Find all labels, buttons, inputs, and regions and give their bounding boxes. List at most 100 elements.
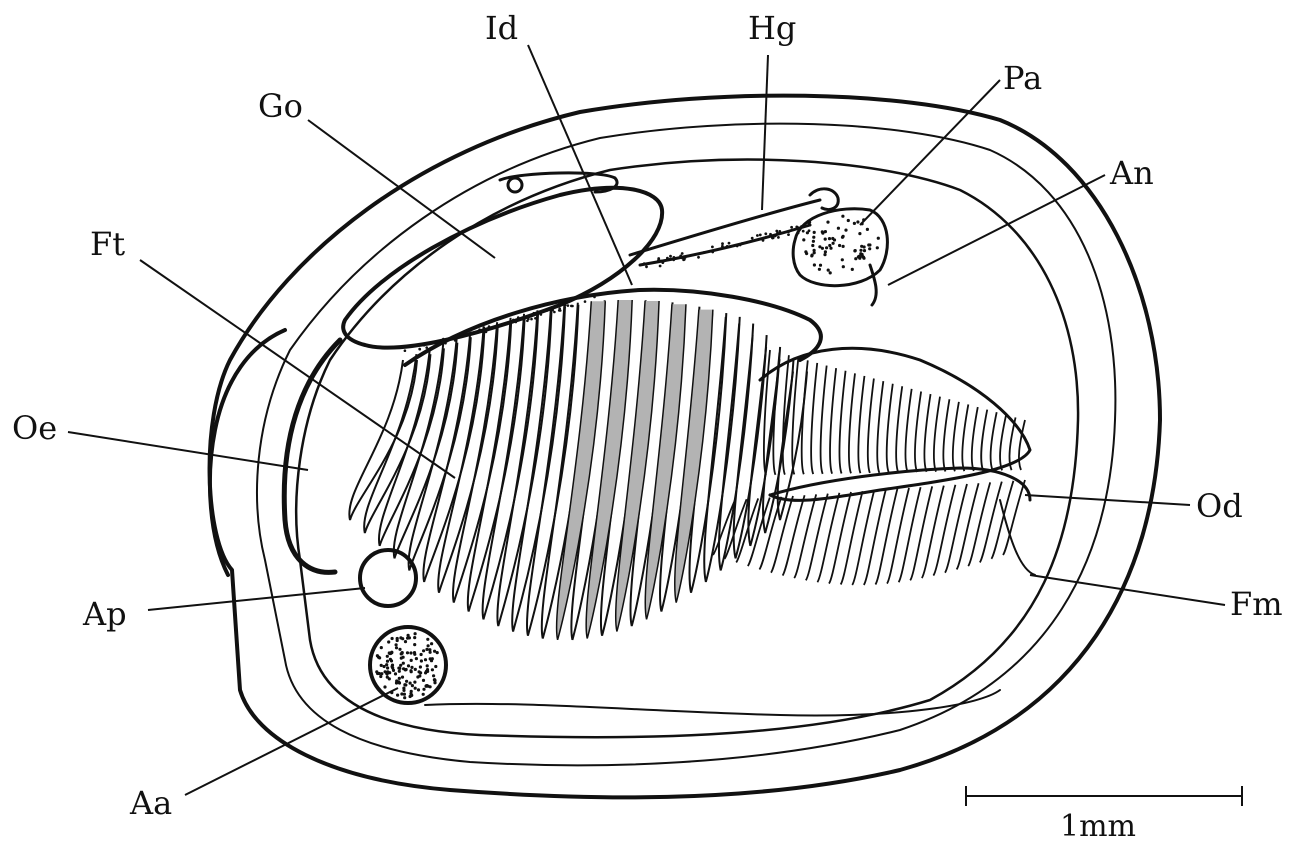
stipple-dot — [863, 249, 866, 252]
scale-bar-label: 1mm — [1060, 812, 1136, 842]
stipple-dot — [876, 246, 879, 249]
stipple-dot — [409, 651, 412, 654]
label-go: Go — [258, 90, 303, 122]
stipple-dot — [847, 219, 850, 222]
lower-filament — [864, 490, 886, 585]
stipple-dot — [433, 681, 436, 684]
stipple-dot — [398, 648, 401, 651]
stipple-dot — [669, 258, 672, 261]
stipple-dot — [470, 332, 473, 335]
outer-filament — [802, 360, 808, 474]
outer-filament — [915, 391, 921, 472]
stipple-dot — [534, 317, 537, 320]
outer-filament — [877, 381, 883, 473]
lower-filament — [910, 486, 932, 580]
lower-filament — [968, 482, 990, 566]
stipple-dot — [564, 304, 567, 307]
stipple-dot — [419, 348, 422, 351]
stipple-dot — [866, 228, 869, 231]
stipple-dot — [759, 234, 762, 237]
stipple-dot — [832, 242, 835, 245]
stipple-dot — [386, 660, 389, 663]
stipple-dot — [434, 665, 437, 668]
stipple-dot — [813, 263, 816, 266]
outer-filament — [906, 389, 912, 472]
label-ft: Ft — [90, 228, 125, 260]
lower-filament — [841, 491, 863, 584]
label-pa: Pa — [1003, 62, 1042, 94]
label-od: Od — [1196, 490, 1243, 522]
label-hg: Hg — [748, 12, 796, 44]
stipple-dot — [567, 304, 570, 307]
stipple-dot — [383, 685, 386, 688]
stipple-dot — [395, 643, 398, 646]
lower-filament — [794, 494, 816, 578]
stipple-dot — [683, 258, 686, 261]
outer-filament — [1019, 420, 1025, 470]
stipple-dot — [527, 318, 530, 321]
stipple-dot — [797, 231, 800, 234]
stipple-dot — [553, 311, 556, 314]
stipple-dot — [824, 238, 827, 241]
stipple-dot — [736, 245, 739, 248]
lower-filament — [899, 487, 921, 582]
stipple-dot — [593, 296, 596, 299]
stipple-dot — [510, 321, 513, 324]
stipple-dot — [860, 245, 863, 248]
label-an: An — [1110, 157, 1154, 189]
stipple-dot — [444, 342, 447, 345]
stipple-dot — [390, 659, 393, 662]
stipple-dot — [396, 694, 399, 697]
leader-ap — [148, 588, 365, 610]
stipple-dot — [778, 230, 781, 233]
stipple-dot — [877, 237, 880, 240]
stipple-dot — [726, 245, 729, 248]
outer-filament — [849, 373, 855, 473]
lower-filament — [991, 481, 1013, 559]
stipple-dot — [431, 657, 434, 660]
stipple-dot — [401, 637, 404, 640]
stipple-dot — [844, 229, 847, 232]
stipple-dot — [841, 215, 844, 218]
stipple-dot — [488, 325, 491, 328]
stipple-dot — [402, 667, 405, 670]
stipple-dot — [697, 253, 700, 256]
stipple-dot — [854, 249, 857, 252]
stipple-dot — [558, 307, 561, 310]
stipple-dot — [427, 644, 430, 647]
stipple-dot — [410, 690, 413, 693]
lower-filament — [852, 490, 874, 585]
stipple-dot — [403, 683, 406, 686]
stipple-dot — [751, 237, 754, 240]
lower-filament — [817, 493, 839, 582]
stipple-dot — [429, 685, 432, 688]
outer-filament — [953, 402, 959, 471]
lower-filament — [1003, 480, 1025, 555]
leader-ft — [140, 260, 455, 478]
leader-hg — [762, 55, 768, 210]
outer-filament — [1000, 415, 1006, 471]
stipple-dot — [384, 670, 387, 673]
stipple-dot — [413, 636, 416, 639]
stipple-dot — [837, 227, 840, 230]
stipple-dot — [777, 236, 780, 239]
lower-filament — [933, 485, 955, 576]
lower-filament — [875, 489, 897, 585]
leader-od — [1025, 495, 1190, 505]
lower-filament — [829, 492, 851, 584]
stipple-dot — [414, 687, 417, 690]
stipple-dot — [812, 240, 815, 243]
stipple-dot — [856, 220, 859, 223]
stipple-dot — [398, 667, 401, 670]
outer-filament — [934, 397, 940, 472]
outer-filament — [896, 386, 902, 472]
outer-filament — [887, 384, 893, 473]
stipple-dot — [523, 316, 526, 319]
stipple-dot — [659, 265, 662, 268]
stipple-dot — [404, 640, 407, 643]
outer-filament — [858, 376, 864, 473]
scale-bar — [966, 786, 1242, 806]
stipple-dot — [858, 255, 861, 258]
stipple-dot — [721, 242, 724, 245]
